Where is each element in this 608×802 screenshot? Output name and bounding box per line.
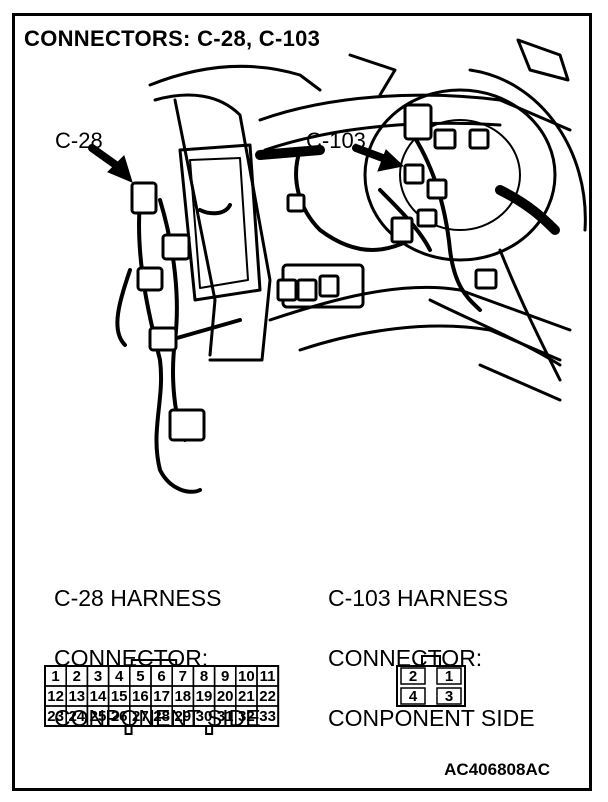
c28-description-line-1: C-28 HARNESS bbox=[54, 585, 222, 611]
c28-pin-number: 10 bbox=[238, 668, 255, 685]
c28-pin-number: 23 bbox=[47, 708, 64, 725]
callout-arrows bbox=[88, 144, 405, 183]
c28-pin-number: 18 bbox=[174, 688, 191, 705]
connector-blocks bbox=[130, 103, 498, 442]
c103-description-line-1: C-103 HARNESS bbox=[328, 585, 509, 611]
figure-code: AC406808AC bbox=[444, 760, 550, 779]
c28-pin-cell bbox=[256, 705, 279, 727]
c103-pin-cell bbox=[400, 687, 426, 705]
c28-description: C-28 HARNESS CONNECTOR: CONPONENT SIDE bbox=[54, 553, 261, 763]
c28-pin-number: 9 bbox=[221, 668, 229, 685]
diagram-title: CONNECTORS: C-28, C-103 bbox=[24, 26, 321, 51]
callout-label-c103: C-103 bbox=[306, 128, 366, 153]
c103-description-line-2: CONNECTOR: bbox=[328, 645, 483, 671]
c28-pin-number: 19 bbox=[196, 688, 213, 705]
c28-pin-number: 2 bbox=[73, 668, 81, 685]
c28-pin-number: 5 bbox=[136, 668, 144, 685]
c28-pin-number: 13 bbox=[68, 688, 85, 705]
c103-pin-cell bbox=[400, 667, 426, 685]
c28-pin-number: 16 bbox=[132, 688, 149, 705]
c28-description-line-3: CONPONENT SIDE bbox=[54, 705, 261, 731]
c103-pin-cell bbox=[436, 667, 462, 685]
c103-housing bbox=[396, 665, 466, 707]
c28-pin-number: 15 bbox=[111, 688, 128, 705]
c28-pin-number: 33 bbox=[259, 708, 276, 725]
c28-pin-number: 11 bbox=[260, 668, 276, 685]
c28-pin-number: 24 bbox=[68, 708, 85, 725]
c103-pin-number: 2 bbox=[409, 668, 417, 685]
c103-arrowhead bbox=[377, 149, 405, 172]
callout-label-c28: C-28 bbox=[55, 128, 103, 153]
diagram-frame bbox=[12, 13, 592, 791]
c28-pin-number: 3 bbox=[94, 668, 102, 685]
c28-pin-number: 26 bbox=[111, 708, 128, 725]
c28-pin-number: 6 bbox=[157, 668, 165, 685]
dashboard-illustration bbox=[148, 38, 587, 402]
connector-c28-illustration bbox=[130, 181, 158, 215]
c28-pin-number: 22 bbox=[259, 688, 276, 705]
c103-connector-face: 2 1 4 3 bbox=[396, 655, 466, 707]
c28-pin-number: 7 bbox=[179, 668, 187, 685]
c28-pin-number: 31 bbox=[217, 708, 234, 725]
c103-description: C-103 HARNESS CONNECTOR: CONPONENT SIDE bbox=[328, 553, 535, 763]
c28-pin-number: 25 bbox=[90, 708, 107, 725]
c103-pin-number: 3 bbox=[445, 688, 453, 705]
c28-pin-number: 21 bbox=[238, 688, 255, 705]
c103-pin-number: 4 bbox=[409, 688, 418, 705]
c28-housing bbox=[44, 665, 280, 727]
c103-description-line-3: CONPONENT SIDE bbox=[328, 705, 535, 731]
c103-pin-number: 1 bbox=[445, 668, 453, 685]
c28-pin-number: 30 bbox=[196, 708, 213, 725]
c28-pin-number: 8 bbox=[200, 668, 208, 685]
connector-c103-illustration bbox=[403, 163, 425, 185]
c28-pin-number: 27 bbox=[132, 708, 149, 725]
c28-pin-number: 14 bbox=[90, 688, 107, 705]
c28-pin-number: 12 bbox=[47, 688, 64, 705]
c28-pin-number: 4 bbox=[115, 668, 124, 685]
c28-description-line-2: CONNECTOR: bbox=[54, 645, 209, 671]
c28-pin-number: 32 bbox=[238, 708, 255, 725]
c28-pin-number: 29 bbox=[174, 708, 191, 725]
c28-pin-number: 17 bbox=[153, 688, 170, 705]
c28-pin-number: 1 bbox=[51, 668, 59, 685]
c28-arrowhead bbox=[107, 155, 133, 183]
c28-pin-number: 20 bbox=[217, 688, 234, 705]
c103-pin-cell bbox=[436, 687, 462, 705]
c28-pin-number: 28 bbox=[153, 708, 170, 725]
